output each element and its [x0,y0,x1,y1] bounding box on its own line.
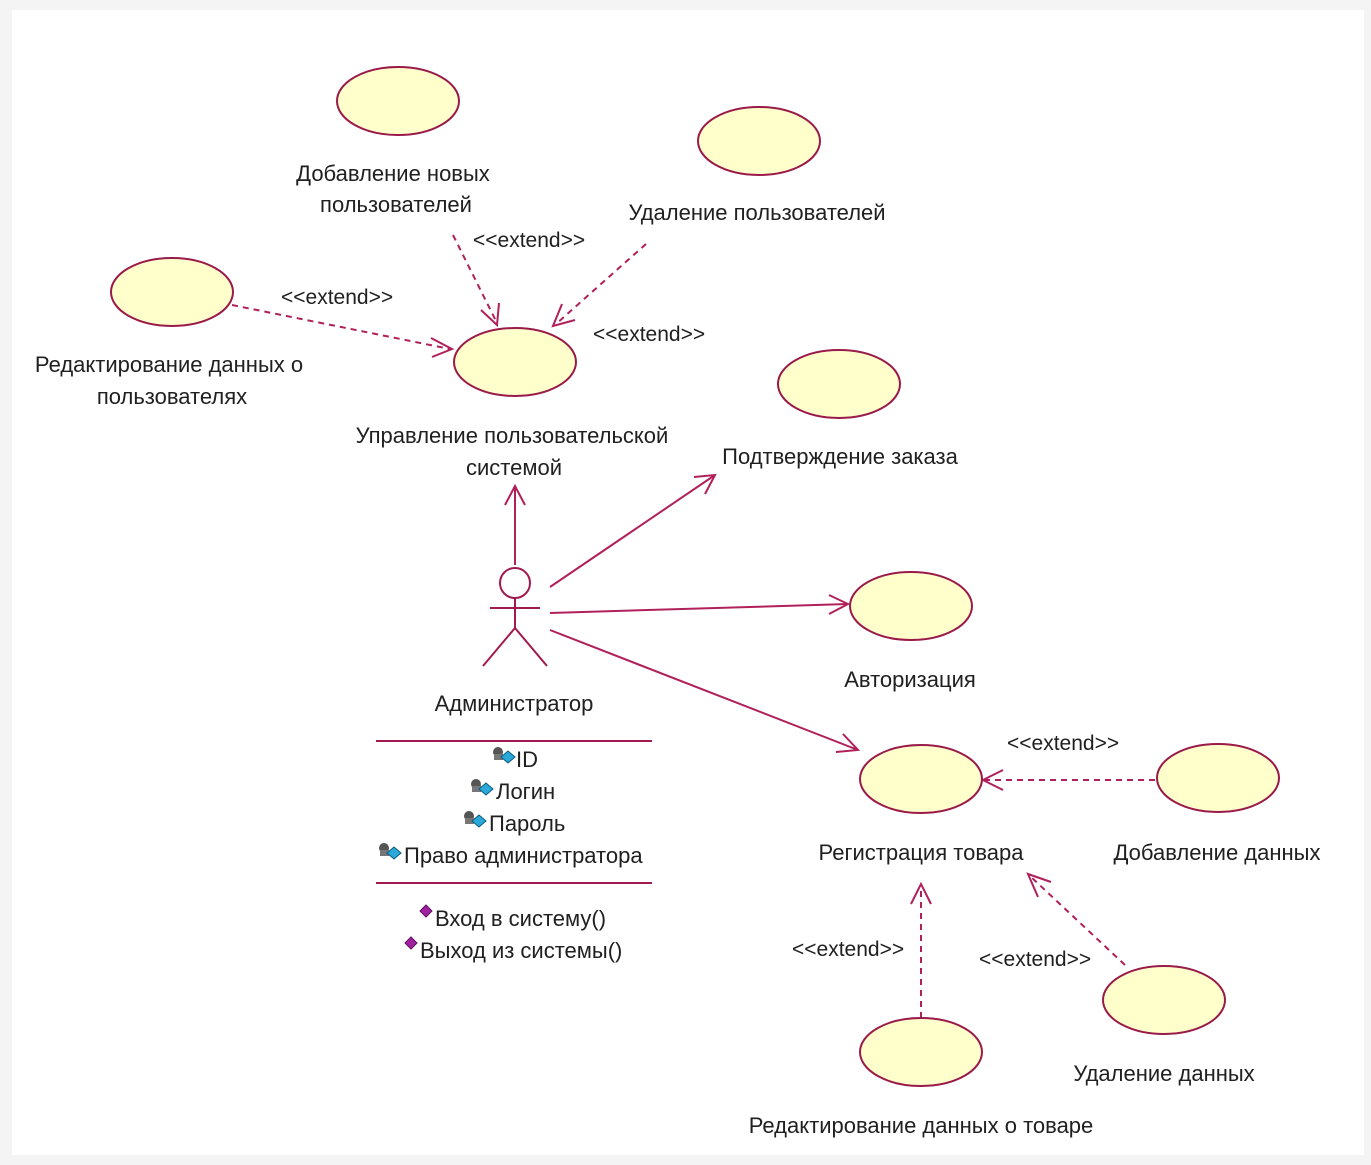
usecase-label: Регистрация товара [819,840,1025,865]
usecase-manage-system[interactable] [453,327,577,397]
usecase-label: пользователях [97,384,247,409]
attribute-text: Логин [496,779,555,804]
operation-icon [419,904,433,918]
operation-text: Выход из системы() [420,938,622,963]
usecase-label: Авторизация [844,667,976,692]
extend-label-delete-users: <<extend>> [593,323,705,346]
attribute-icon [464,811,487,828]
usecase-add-data[interactable] [1156,743,1280,813]
usecase-label: Подтверждение заказа [722,444,958,469]
extend-label-edit-goods: <<extend>> [792,938,904,961]
usecase-label: системой [466,455,562,480]
attribute-admin-right: Право администратора [379,843,643,868]
operation-icon [404,936,418,950]
operation-login: Вход в систему() [419,904,606,931]
arrowhead [480,302,500,328]
usecase-label: Редактирование данных о товаре [749,1113,1094,1138]
usecase-label: Добавление данных [1114,840,1321,865]
actor-leg-right [514,627,548,667]
usecase-label: Добавление новых [296,161,490,186]
attribute-text: Пароль [489,811,565,836]
arrowhead [551,303,576,328]
extend-label-edit-users: <<extend>> [281,286,393,309]
usecase-label: Управление пользовательской [356,423,669,448]
usecase-label: Редактирование данных о [35,352,303,377]
usecase-edit-goods[interactable] [859,1017,983,1087]
usecase-add-users[interactable] [336,66,460,136]
diagram-canvas [12,10,1364,1155]
arrowhead [835,733,861,753]
operation-logout: Выход из системы() [404,936,622,963]
arrowhead [1026,872,1052,898]
usecase-delete-users[interactable] [697,106,821,176]
arrowhead [910,881,932,905]
actor-figure[interactable] [482,567,548,667]
assoc-edge-authorization [549,603,849,614]
extend-label-add-data: <<extend>> [1007,732,1119,755]
attribute-text: ID [516,747,538,772]
extend-edge-edit-users [231,304,451,350]
actor-name: Администратор [435,691,594,716]
attribute-icon [471,779,494,796]
attribute-id: ID [493,747,538,772]
usecase-label: Удаление данных [1073,1061,1254,1086]
attribute-icon [379,843,402,860]
usecase-edit-users[interactable] [110,257,234,327]
arrowhead [504,483,526,506]
operation-text: Вход в систему() [435,906,606,931]
usecase-register-goods[interactable] [859,744,983,814]
arrowhead [693,473,717,495]
extend-label-delete-data: <<extend>> [979,948,1091,971]
extend-edge-add-users [452,234,498,324]
extend-label-add-users: <<extend>> [473,229,585,252]
assoc-edge-register-goods [549,629,859,751]
arrowhead [430,337,455,358]
assoc-edge-confirm-order [549,474,716,588]
actor-head [499,567,531,599]
usecase-label: пользователей [320,192,472,217]
extend-edge-delete-users [555,243,647,325]
usecase-label: Удаление пользователей [628,200,885,225]
attribute-text: Право администратора [404,843,643,868]
usecase-delete-data[interactable] [1102,965,1226,1035]
attribute-icon [493,747,516,764]
arrowhead [980,769,1004,791]
arrowhead [828,594,851,615]
attribute-password: Пароль [464,811,565,836]
actor-leg-left [482,627,516,667]
attribute-login: Логин [471,779,555,804]
usecase-confirm-order[interactable] [777,349,901,419]
usecase-authorization[interactable] [849,571,973,641]
